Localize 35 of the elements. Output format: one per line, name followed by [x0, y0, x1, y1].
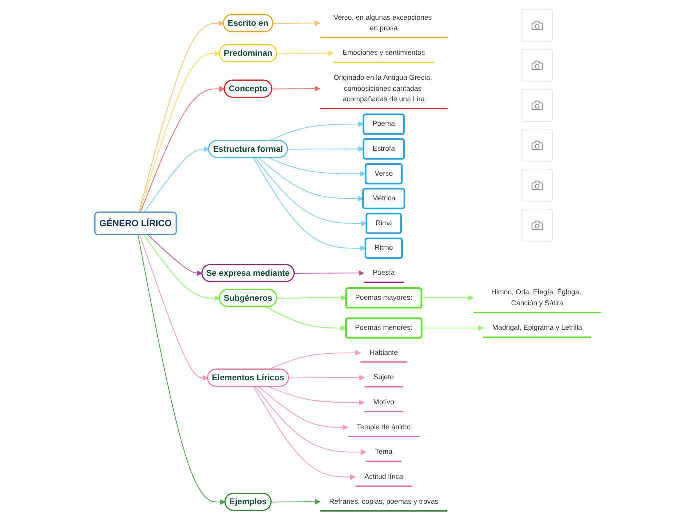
arrow [264, 306, 346, 332]
node-picture [521, 169, 554, 202]
arrow [139, 50, 220, 214]
arrow [268, 350, 361, 370]
node-picture [521, 89, 554, 122]
arrow [268, 158, 366, 177]
node-picture [521, 208, 554, 242]
arrow [421, 325, 484, 332]
node-picture [521, 9, 554, 42]
arrow [421, 295, 474, 301]
arrow [272, 20, 320, 26]
arrow [294, 270, 364, 276]
arrow [254, 386, 366, 456]
arrow [268, 122, 364, 142]
arrow [148, 234, 203, 276]
node-picture [521, 129, 554, 162]
arrow [258, 158, 364, 202]
arrow [258, 386, 348, 430]
arrow [276, 50, 334, 56]
arrow [138, 234, 226, 506]
arrow [139, 234, 208, 381]
arrow [276, 295, 346, 301]
arrow [138, 20, 224, 214]
arrow [268, 386, 365, 406]
arrow [144, 146, 210, 214]
arrow [140, 86, 225, 214]
arrow [144, 234, 220, 302]
arrow [287, 146, 364, 152]
arrow [254, 158, 367, 226]
node-picture [521, 49, 554, 82]
arrow [253, 386, 356, 480]
arrow [272, 86, 320, 92]
arrow [253, 158, 366, 252]
arrow [271, 499, 320, 505]
arrow [288, 375, 365, 381]
